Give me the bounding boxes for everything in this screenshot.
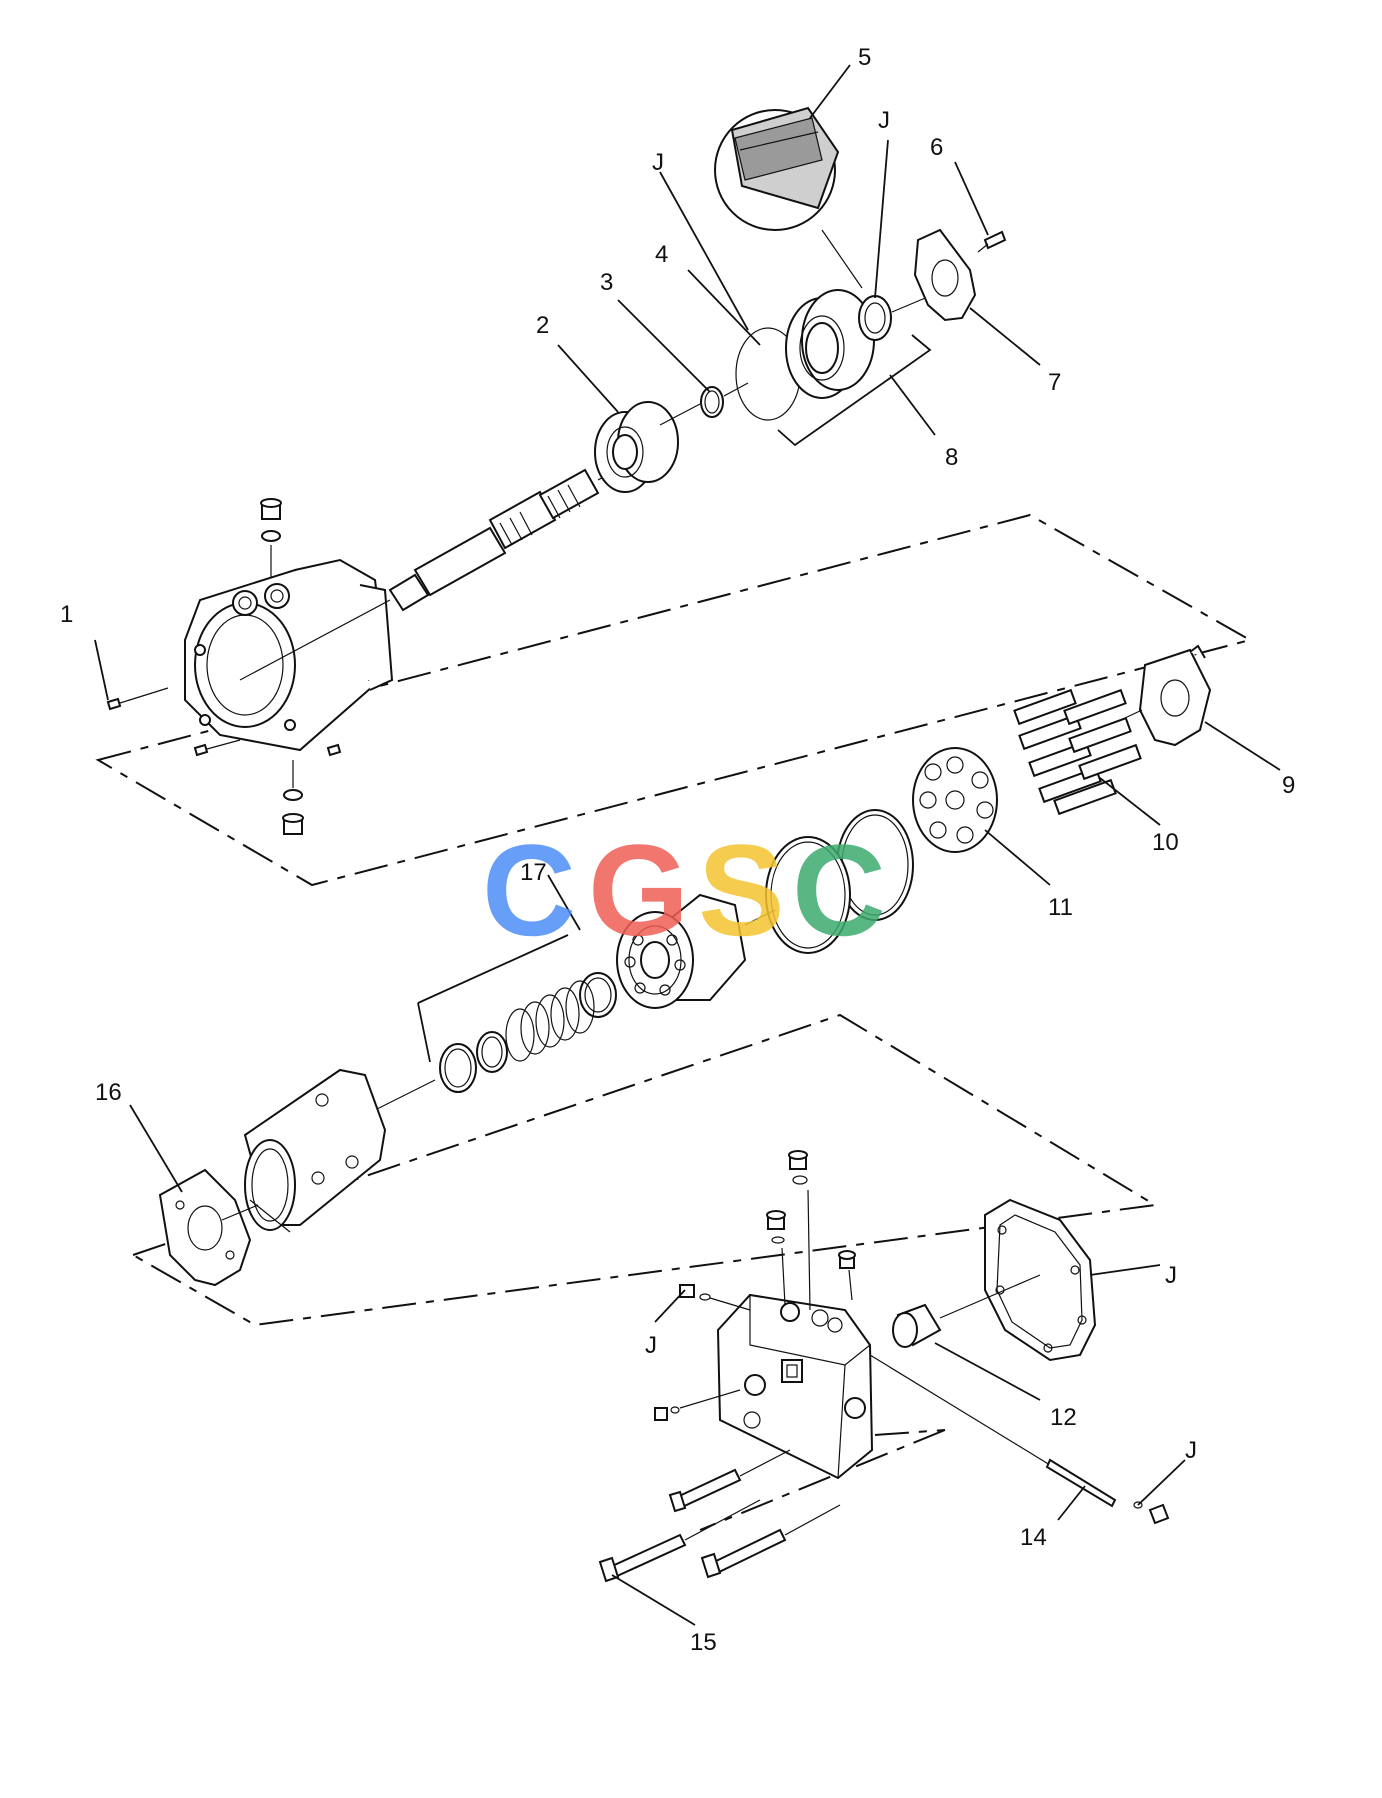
watermark-letter-g: G — [588, 817, 689, 963]
bearing — [594, 401, 701, 493]
end-plate — [158, 1168, 259, 1287]
motor-housing — [106, 498, 394, 835]
spring-washer — [579, 972, 617, 1018]
drive-shaft — [239, 467, 621, 681]
retainer-plate — [913, 228, 977, 322]
callout-labels: 1 2 3 4 5 6 7 8 9 10 11 12 14 15 16 17 J… — [60, 44, 1295, 1656]
watermark-logo: C G S C — [482, 817, 886, 963]
callout-15: 15 — [690, 1629, 717, 1656]
callout-4: 4 — [655, 241, 668, 268]
detail-magnifier — [714, 106, 863, 289]
control-pin — [869, 1354, 1170, 1525]
callout-2: 2 — [536, 312, 549, 339]
callout-6: 6 — [930, 134, 943, 161]
reference-j-oring: J — [652, 149, 664, 176]
mounting-bolts — [598, 1449, 841, 1583]
piston-set — [1013, 688, 1142, 816]
watermark-letter-s: S — [698, 817, 785, 963]
callout-8: 8 — [945, 444, 958, 471]
piston-sleeve — [243, 1068, 387, 1233]
cover-gasket — [984, 1198, 1097, 1362]
screw — [977, 230, 1007, 253]
callout-14: 14 — [1020, 1524, 1047, 1551]
reference-j-pin: J — [1185, 1437, 1197, 1464]
callout-7: 7 — [1048, 369, 1061, 396]
coil-spring — [505, 980, 595, 1062]
washer-rings — [374, 934, 569, 1111]
watermark-letter-c1: C — [482, 817, 576, 963]
gasket-ring — [765, 836, 851, 954]
callout-9: 9 — [1282, 772, 1295, 799]
snap-ring — [700, 382, 749, 418]
watermark-letter-c2: C — [792, 817, 886, 963]
assembly-outline-valve — [699, 1429, 946, 1531]
assembly-outline-upper — [95, 513, 1253, 887]
reference-j-gasket: J — [1165, 1262, 1177, 1289]
swash-plate — [1124, 644, 1212, 747]
cylinder-barrel — [616, 893, 776, 1009]
callout-10: 10 — [1152, 829, 1179, 856]
seal-carrier — [777, 289, 932, 447]
callout-11: 11 — [1048, 894, 1073, 921]
plug — [892, 1274, 1041, 1348]
callout-12: 12 — [1050, 1404, 1077, 1431]
callout-1: 1 — [60, 601, 73, 628]
reference-j-plug: J — [645, 1332, 657, 1359]
callout-5: 5 — [858, 44, 871, 71]
assembly-outline-lower — [130, 1013, 1158, 1327]
reference-j-seal: J — [878, 107, 890, 134]
leader-lines — [94, 64, 1281, 1626]
valve-block — [654, 1150, 874, 1480]
callout-3: 3 — [600, 269, 613, 296]
callout-16: 16 — [95, 1079, 122, 1106]
callout-17: 17 — [520, 859, 547, 886]
retainer-plate-with-holes — [912, 747, 998, 853]
